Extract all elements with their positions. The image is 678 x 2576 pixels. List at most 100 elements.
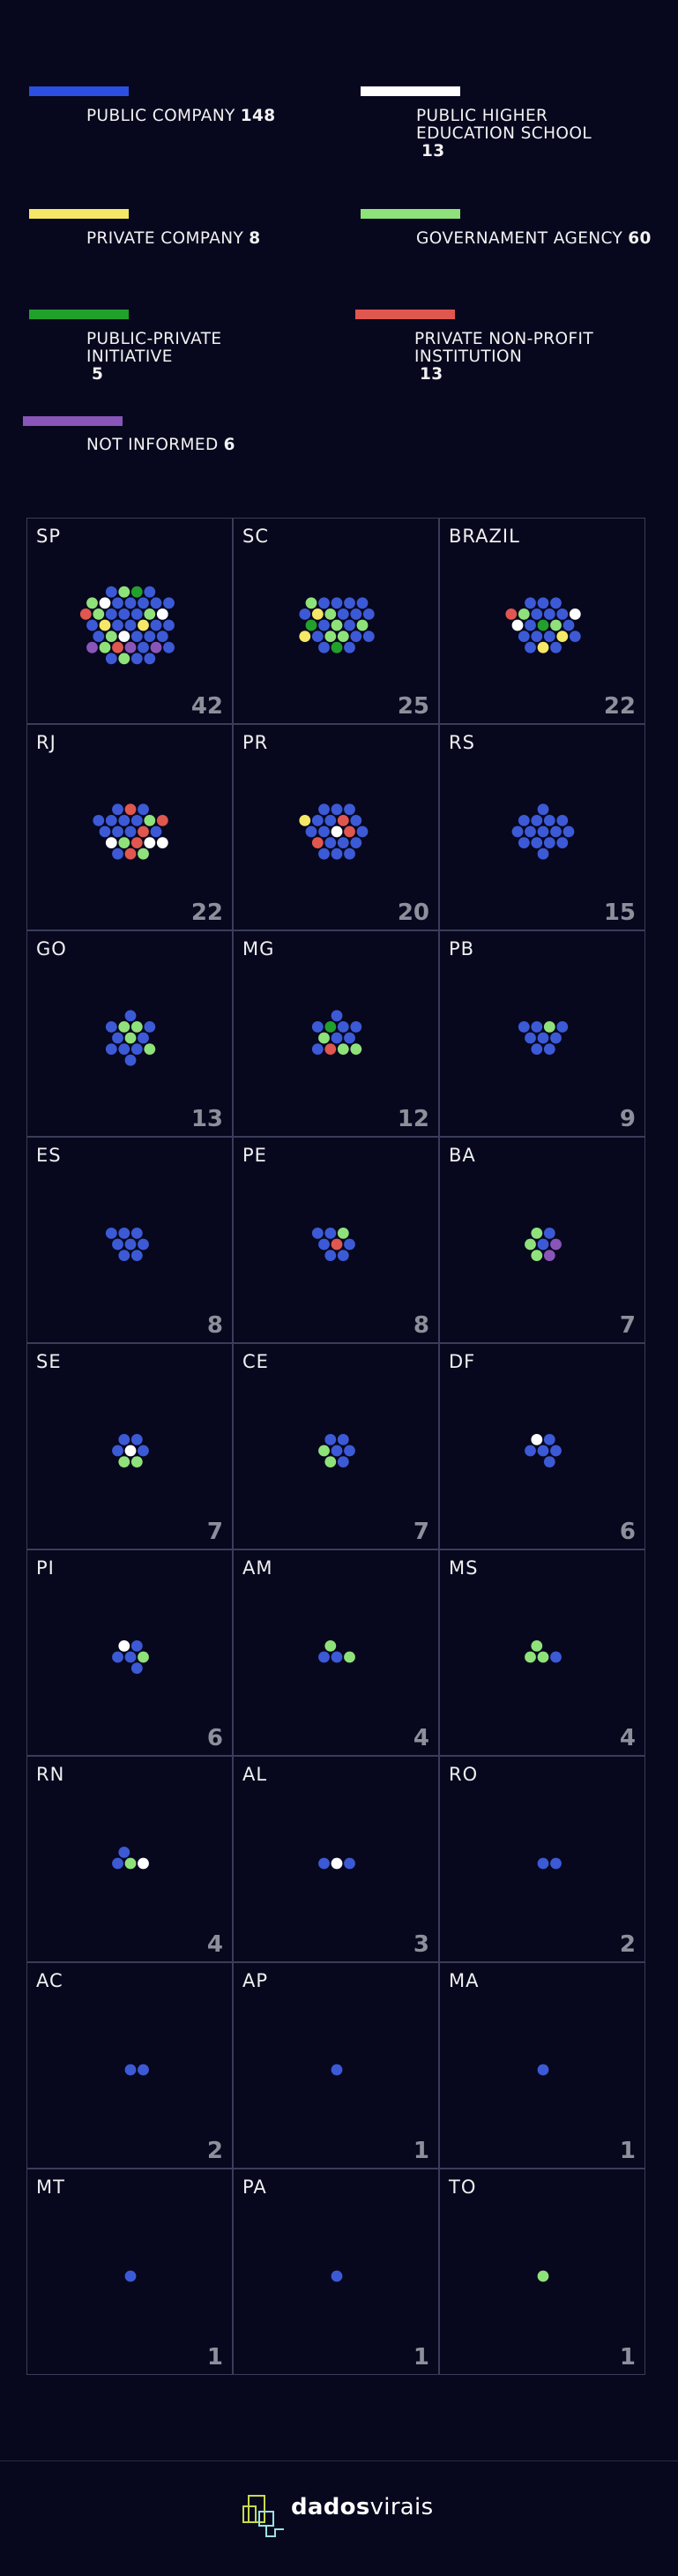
dot-public-company: [163, 619, 175, 631]
cell-total: 8: [206, 1312, 223, 1339]
dot-public-company: [105, 609, 117, 620]
dot-not-informed: [543, 1250, 555, 1261]
dot-public-company: [537, 1032, 549, 1044]
legend-count: 6: [223, 436, 235, 454]
cell-total: 1: [413, 2138, 429, 2164]
dot-public-company: [331, 1032, 343, 1044]
dot-public-company: [124, 1054, 137, 1066]
dot-public-company: [93, 815, 105, 826]
legend-count: 13: [421, 142, 445, 161]
dot-public-company: [150, 825, 162, 838]
dot-public-company: [344, 1857, 355, 1870]
dot-public-company: [130, 1043, 143, 1055]
cell-total: 7: [206, 1519, 223, 1545]
dot-private-non-profit-institution: [138, 825, 149, 838]
cell-dots: [79, 586, 175, 665]
dot-public-higher-education-school: [531, 1434, 543, 1445]
dot-governament-agency: [93, 609, 105, 620]
dot-governament-agency: [543, 1021, 555, 1033]
cell-label: MA: [449, 1970, 480, 1991]
dot-governament-agency: [356, 619, 369, 631]
dot-public-higher-education-school: [569, 609, 581, 620]
dot-public-company: [105, 1228, 117, 1239]
dot-public-company: [543, 631, 555, 642]
cell-total: 1: [619, 2344, 636, 2371]
dot-private-non-profit-institution: [324, 1043, 337, 1055]
dot-governament-agency: [537, 1651, 549, 1663]
cell-dots: [318, 1434, 355, 1467]
legend-label-line1: GOVERNAMENT AGENCY: [416, 229, 623, 248]
dot-public-company: [112, 619, 123, 631]
dot-public-company: [344, 847, 355, 860]
cell-dots: [525, 1640, 562, 1663]
legend-count: 13: [420, 365, 443, 384]
cell-dots: [518, 1021, 569, 1055]
dot-public-company: [112, 1857, 123, 1870]
cell-dots: [124, 2270, 137, 2282]
dot-governament-agency: [518, 609, 530, 620]
dot-public-company: [150, 619, 162, 631]
dot-public-company: [331, 2064, 343, 2076]
dot-public-company: [150, 597, 162, 609]
dot-governament-agency: [144, 815, 156, 826]
dot-public-higher-education-school: [105, 837, 117, 848]
dot-public-company: [318, 597, 330, 609]
cell-total: 22: [190, 900, 223, 926]
dot-public-company: [124, 1651, 137, 1663]
dot-public-company: [305, 825, 317, 838]
cell-label: MG: [242, 938, 275, 959]
cell-rj: RJ 22: [26, 724, 233, 930]
cell-label: RJ: [36, 732, 56, 753]
dot-governament-agency: [130, 1021, 143, 1033]
dot-public-company: [543, 1228, 555, 1239]
dot-public-company: [550, 1651, 562, 1663]
dot-governament-agency: [318, 1032, 330, 1044]
dot-public-company: [118, 1847, 130, 1858]
dot-public-higher-education-school: [156, 609, 168, 620]
dot-public-company: [331, 2270, 343, 2282]
legend-count: 60: [628, 229, 652, 248]
cell-label: MS: [449, 1557, 479, 1579]
dot-governament-agency: [144, 609, 156, 620]
cell-dots: [537, 2270, 549, 2282]
dot-public-company: [537, 803, 549, 816]
legend-count: 148: [240, 107, 276, 125]
cell-label: PA: [242, 2177, 267, 2198]
dot-public-company: [531, 631, 543, 642]
cell-total: 12: [397, 1106, 429, 1132]
dot-governament-agency: [124, 1032, 137, 1044]
dot-public-company: [105, 1043, 117, 1055]
cell-dots: [105, 1010, 156, 1066]
dot-governament-agency: [318, 1445, 330, 1457]
legend-swatch: [29, 310, 129, 319]
dot-public-higher-education-school: [511, 619, 524, 631]
cell-label: AP: [242, 1970, 269, 1991]
dot-public-company: [331, 847, 343, 860]
cell-total: 2: [619, 1931, 636, 1958]
dot-public-company: [556, 609, 569, 620]
dot-public-company: [144, 586, 156, 598]
dot-public-company: [563, 825, 575, 838]
dot-public-company: [537, 1238, 549, 1251]
dot-public-company: [93, 631, 105, 642]
dot-governament-agency: [118, 837, 130, 848]
dot-governament-agency: [350, 1043, 362, 1055]
cell-dots: [318, 1640, 355, 1663]
cell-dots: [331, 2064, 343, 2076]
cell-mg: MG 12: [233, 930, 439, 1137]
cell-label: RS: [449, 732, 475, 753]
dot-public-company: [531, 1021, 543, 1033]
cell-label: SC: [242, 526, 269, 547]
dot-public-company: [118, 1228, 130, 1239]
dot-public-company: [331, 803, 343, 816]
dot-public-company: [324, 1228, 337, 1239]
